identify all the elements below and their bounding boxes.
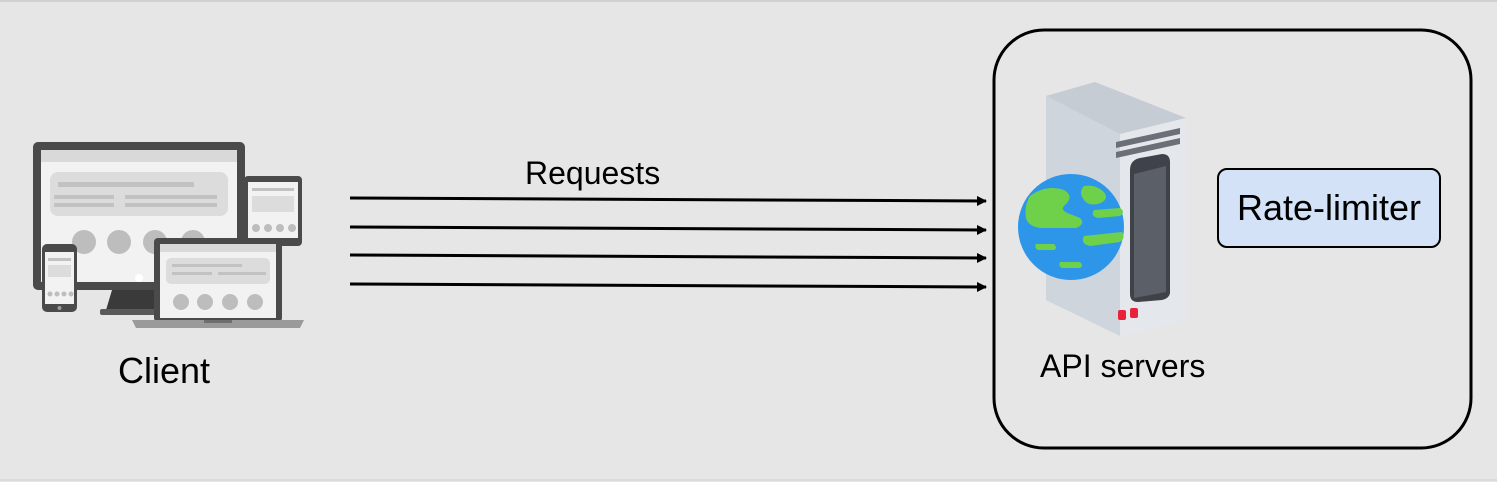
rate-limiter-box: Rate-limiter (1217, 168, 1441, 248)
devices-icon (33, 142, 304, 328)
request-arrow (349, 195, 987, 206)
request-arrow (349, 281, 987, 292)
globe-icon (1018, 174, 1124, 280)
requests-label: Requests (525, 155, 661, 191)
client-label: Client (118, 350, 211, 391)
api-servers-label: API servers (1040, 348, 1206, 384)
request-arrow (349, 224, 987, 235)
request-arrows (349, 195, 987, 292)
request-arrow (349, 252, 987, 263)
api-servers-container (992, 28, 1473, 450)
